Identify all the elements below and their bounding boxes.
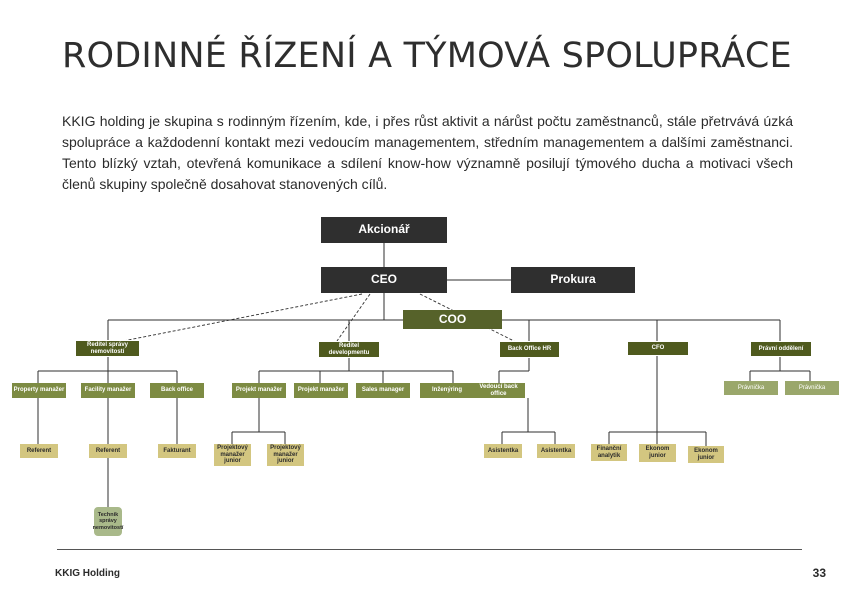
org-node-asistentka-1: Asistentka: [484, 444, 522, 458]
org-node-back-office: Back office: [150, 383, 204, 398]
org-node-referent-1: Referent: [20, 444, 58, 458]
org-node-inzenyring: Inženýring: [420, 383, 474, 398]
org-node-asistentka-2: Asistentka: [537, 444, 575, 458]
org-node-reditel-spravy: Ředitel správy nemovitostí: [75, 340, 140, 357]
org-node-financni-analytik: Finanční analytik: [591, 444, 627, 461]
org-node-technik-spravy: Technik správy nemovitostí: [93, 507, 123, 536]
footer-company: KKIG Holding: [55, 568, 120, 579]
org-node-vedouci-back-office: Vedoucí back office: [472, 383, 525, 398]
org-node-ekonom-junior-1: Ekonom junior: [639, 444, 676, 462]
org-node-projektovy-manazer-junior-2: Projektový manažer junior: [267, 444, 304, 466]
org-node-pravni-oddeleni: Právní oddělení: [750, 341, 812, 357]
org-node-sales-manager: Sales manager: [356, 383, 410, 398]
org-node-back-office-hr: Back Office HR: [499, 341, 560, 358]
org-node-facility-manazer: Facility manažer: [81, 383, 135, 398]
intro-paragraph: KKIG holding je skupina s rodinným řízen…: [62, 113, 793, 192]
org-node-projekt-manazer-1: Projekt manažer: [232, 383, 286, 398]
org-node-ceo: CEO: [321, 267, 447, 293]
org-node-coo: COO: [403, 310, 502, 329]
org-node-projektovy-manazer-junior-1: Projektový manažer junior: [214, 444, 251, 466]
org-node-pravnicka-2: Právnička: [785, 381, 839, 395]
org-node-prokura: Prokura: [511, 267, 635, 293]
org-node-property-manazer: Property manažer: [12, 383, 66, 398]
org-node-referent-2: Referent: [89, 444, 127, 458]
org-node-projekt-manazer-2: Projekt manažer: [294, 383, 348, 398]
org-node-pravnicka-1: Právnička: [724, 381, 778, 395]
org-node-ekonom-junior-2: Ekonom junior: [688, 446, 724, 463]
page-title: RODINNÉ ŘÍZENÍ A TÝMOVÁ SPOLUPRÁCE: [62, 36, 792, 76]
footer-divider: [57, 549, 802, 550]
org-node-cfo: CFO: [627, 341, 689, 356]
org-node-akcionar: Akcionář: [321, 217, 447, 243]
page-number: 33: [812, 566, 826, 580]
org-node-fakturant: Fakturant: [158, 444, 196, 458]
org-node-reditel-developmentu: Ředitel developmentu: [318, 341, 380, 358]
